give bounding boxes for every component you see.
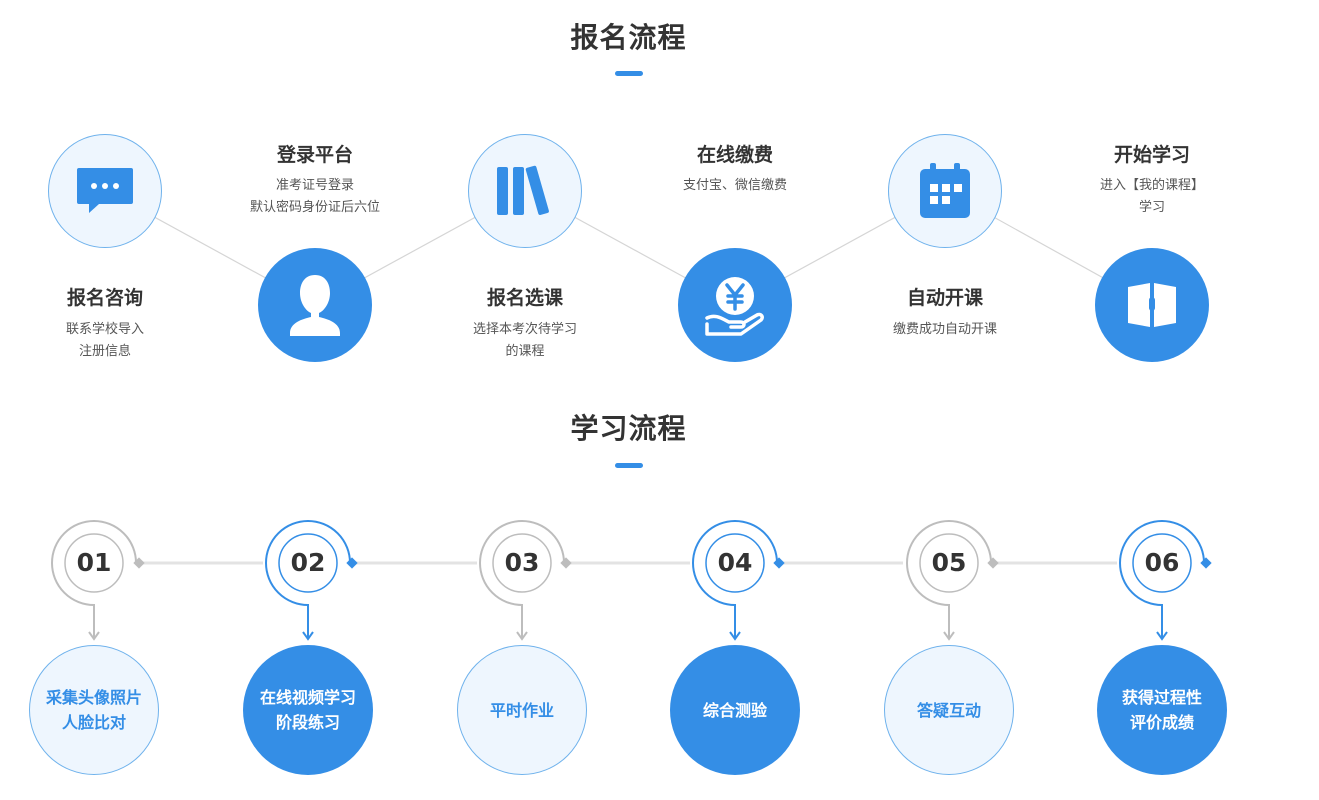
learning-stage-04: 综合测验	[670, 645, 800, 775]
learning-title-underline	[615, 463, 643, 468]
registration-step-1-title: 报名咨询	[66, 287, 143, 309]
registration-step-2-desc: 准考证号登录 默认密码身份证后六位	[249, 178, 380, 215]
registration-step-3-title: 报名选课	[486, 287, 563, 309]
step-05-number: 05	[931, 548, 967, 577]
step-02-ring	[265, 520, 358, 641]
step-03-ring	[479, 520, 572, 641]
registration-step-2-circle	[258, 248, 372, 362]
registration-step-1-desc: 联系学校导入 注册信息	[65, 322, 144, 359]
calendar-icon	[920, 163, 970, 218]
book-icon	[1128, 283, 1176, 327]
step-06-inner-circle	[1132, 533, 1192, 593]
learning-stage-01: 采集头像照片 人脸比对	[29, 645, 159, 775]
chat-bubble-icon	[77, 168, 133, 213]
step-06-number: 06	[1144, 548, 1180, 577]
learning-stage-03: 平时作业	[457, 645, 587, 775]
step-02-inner-circle	[278, 533, 338, 593]
step-03-inner-circle	[492, 533, 552, 593]
registration-step-6-title: 开始学习	[1113, 144, 1190, 166]
learning-title: 学习流程	[570, 412, 687, 445]
step-01-number: 01	[76, 548, 112, 577]
registration-step-3-circle	[468, 134, 582, 248]
registration-step-3-desc: 选择本考次待学习 的课程	[472, 322, 577, 359]
yuan-hand-icon	[705, 277, 764, 336]
step-05-inner-circle	[919, 533, 979, 593]
registration-step-5-desc: 缴费成功自动开课	[892, 322, 997, 337]
step-06-ring	[1119, 520, 1212, 641]
step-02-number: 02	[290, 548, 326, 577]
learning-stage-05: 答疑互动	[884, 645, 1014, 775]
step-03-number: 03	[504, 548, 540, 577]
registration-step-5-title: 自动开课	[906, 287, 983, 309]
books-icon	[497, 165, 549, 215]
registration-step-5-circle	[888, 134, 1002, 248]
registration-step-2-title: 登录平台	[276, 144, 353, 166]
registration-step-1-circle	[48, 134, 162, 248]
registration-title-underline	[615, 71, 643, 76]
learning-stage-06: 获得过程性 评价成绩	[1097, 645, 1227, 775]
registration-step-4-title: 在线缴费	[696, 144, 773, 166]
registration-step-6-desc: 进入【我的课程】 学习	[1099, 178, 1204, 215]
learning-stage-02: 在线视频学习 阶段练习	[243, 645, 373, 775]
registration-step-6-circle	[1095, 248, 1209, 362]
step-01-inner-circle	[64, 533, 124, 593]
registration-step-4-circle	[678, 248, 792, 362]
step-04-ring	[692, 520, 785, 641]
registration-title: 报名流程	[570, 21, 687, 54]
step-04-number: 04	[717, 548, 753, 577]
registration-step-4-desc: 支付宝、微信缴费	[682, 178, 787, 193]
step-05-ring	[906, 520, 999, 641]
step-04-inner-circle	[705, 533, 765, 593]
step-01-ring	[51, 520, 145, 641]
user-icon	[290, 275, 340, 336]
